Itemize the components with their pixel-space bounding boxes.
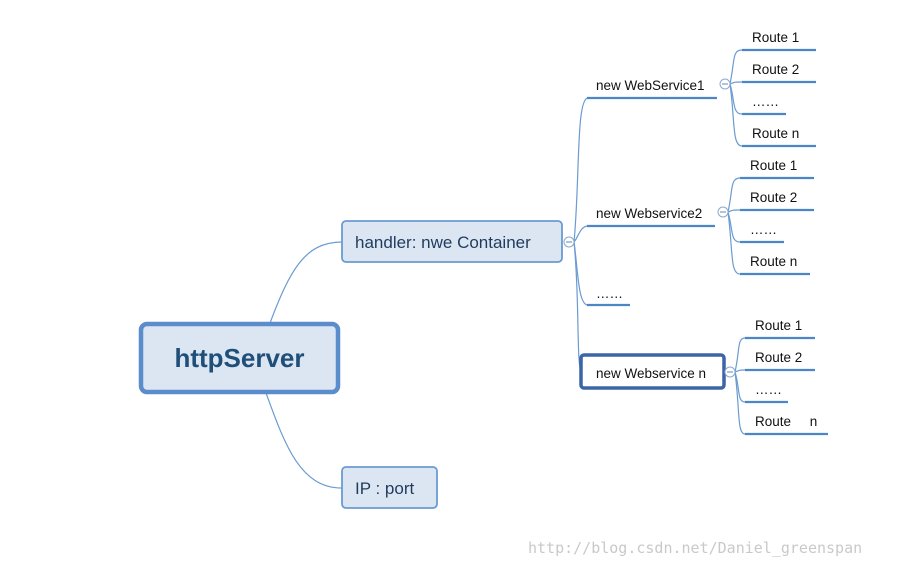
service-topic-2[interactable]: new Webservice2 [587,206,715,228]
service-topic-ellipsis[interactable]: …… [587,286,630,307]
svg-text:……: …… [750,222,777,237]
connectors-service2-routes [727,177,741,275]
svg-text:Route 1: Route 1 [750,158,797,173]
svg-text:Route 1: Route 1 [752,30,799,45]
route-item[interactable]: Route 1 [740,158,814,180]
connector-handler-servicen [573,241,583,373]
handler-topic[interactable]: handler: nwe Container [341,220,563,263]
service-2-label: new Webservice2 [596,206,702,221]
route-item[interactable]: Route 2 [740,190,814,212]
route-item[interactable]: Route n [740,254,810,276]
svg-text:Route n: Route n [752,126,799,141]
svg-text:Route 2: Route 2 [750,190,797,205]
svg-text:……: …… [755,382,782,397]
route-item[interactable]: Route 2 [742,62,816,84]
svg-text:Route 2: Route 2 [755,350,802,365]
ipport-topic-label: IP : port [355,479,414,498]
route-item[interactable]: …… [740,222,784,244]
connector-handler-service1 [573,97,589,243]
handler-collapse-icon[interactable] [563,236,575,248]
service-topic-1[interactable]: new WebService1 [587,78,717,100]
service-topic-n[interactable]: new Webservice n [579,353,726,390]
handler-topic-label: handler: nwe Container [355,233,531,252]
watermark-text: http://blog.csdn.net/Daniel_greenspan [528,539,862,557]
route-item[interactable]: Route 1 [745,318,815,340]
ipport-topic[interactable]: IP : port [341,466,438,509]
connector-root-handler [269,241,343,324]
connector-root-ipport [265,392,343,489]
svg-text:……: …… [752,94,779,109]
connector-handler-service2 [573,225,589,243]
root-topic[interactable]: httpServer [138,321,341,395]
route-item[interactable]: Route 2 [745,350,815,372]
route-item[interactable]: Route n [742,126,816,148]
service-1-label: new WebService1 [596,78,705,93]
connectors-servicen-routes [734,337,746,435]
svg-text:Route n: Route n [755,414,817,429]
svg-text:Route 2: Route 2 [752,62,799,77]
service-n-collapse-icon[interactable] [724,366,736,378]
service-2-collapse-icon[interactable] [717,206,729,218]
root-topic-label: httpServer [174,343,304,373]
service-ellipsis-label: …… [596,286,623,301]
route-item[interactable]: …… [745,382,788,404]
svg-text:Route n: Route n [750,254,797,269]
route-item[interactable]: …… [742,94,786,116]
service-1-collapse-icon[interactable] [719,78,731,90]
svg-text:Route 1: Route 1 [755,318,802,333]
connectors-service1-routes [729,49,743,147]
route-item[interactable]: Route 1 [742,30,816,52]
route-item[interactable]: Route n [745,414,828,436]
service-n-label: new Webservice n [596,366,706,381]
